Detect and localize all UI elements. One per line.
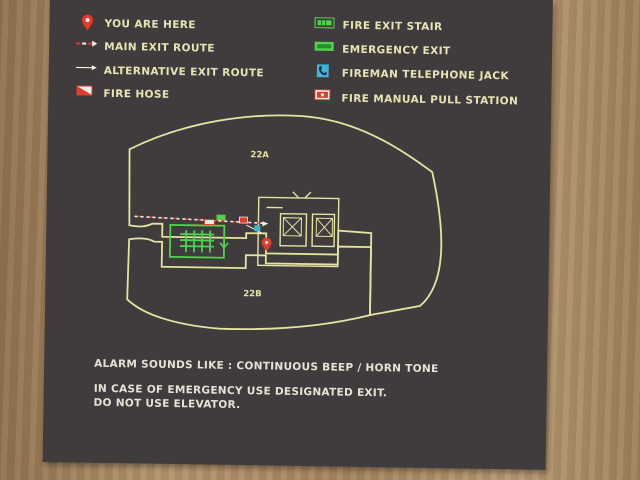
telephone-jack-marker (254, 225, 261, 232)
legend-you-are-here: YOU ARE HERE (104, 17, 196, 32)
alternative-exit-route-arrow-icon (75, 65, 97, 71)
legend-main-exit-route: MAIN EXIT ROUTE (104, 40, 216, 55)
fireman-telephone-jack-icon (316, 64, 329, 78)
main-exit-route-arrow-icon (76, 40, 98, 47)
alarm-note: ALARM SOUNDS LIKE : CONTINUOUS BEEP / HO… (94, 357, 439, 376)
floor-plan: 22A 22B (126, 114, 443, 331)
fire-exit-stair-icon (314, 17, 335, 29)
you-are-here-pin-icon (82, 14, 94, 31)
pull-station-marker (238, 216, 248, 224)
legend-fire-hose: FIRE HOSE (103, 87, 170, 101)
legend-alternative-exit-route: ALTERNATIVE EXIT ROUTE (103, 64, 265, 80)
fire-hose-icon (76, 85, 93, 96)
legend-fireman-telephone-jack: FIREMAN TELEPHONE JACK (341, 67, 510, 83)
zone-label-22b: 22B (243, 289, 261, 299)
emergency-note-line2: DO NOT USE ELEVATOR. (93, 396, 241, 412)
legend-emergency-exit: EMERGENCY EXIT (342, 43, 451, 58)
fire-manual-pull-station-icon (314, 89, 331, 101)
emergency-exit-icon (314, 41, 334, 51)
emergency-exit-marker (216, 214, 226, 221)
building-outline (126, 114, 443, 331)
zone-label-22a: 22A (250, 150, 269, 160)
legend-fire-exit-stair: FIRE EXIT STAIR (342, 19, 443, 34)
fire-hose-marker (203, 218, 215, 226)
elevator-icon (282, 217, 333, 237)
fire-evacuation-sign: YOU ARE HERE MAIN EXIT ROUTE ALTERNATIVE… (42, 0, 553, 470)
fire-exit-stair (168, 224, 226, 259)
you-are-here-map-pin-icon (261, 237, 272, 252)
exit-down-arrow-icon (219, 236, 229, 250)
legend-fire-manual-pull-station: FIRE MANUAL PULL STATION (341, 92, 519, 108)
core-area (257, 191, 340, 268)
